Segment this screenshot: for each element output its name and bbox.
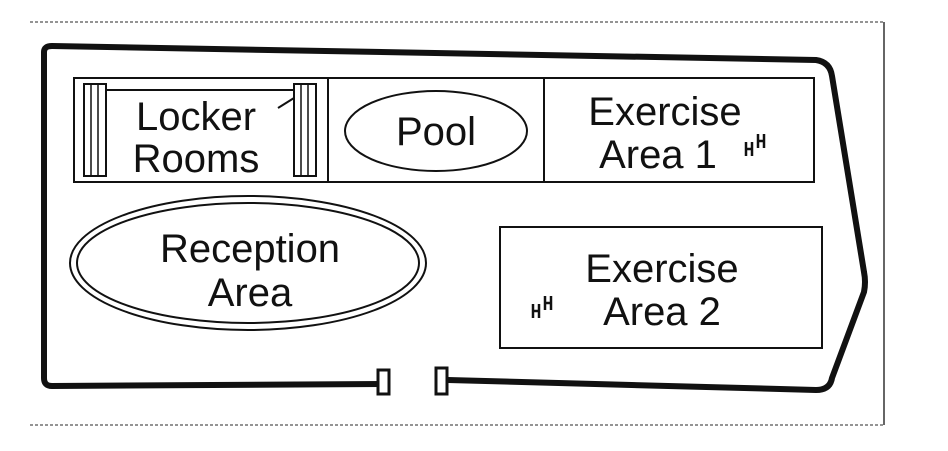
exercise-area-1-label-line2: Area 1 <box>599 133 717 177</box>
locker-bank-right <box>293 83 317 177</box>
locker-rooms: Locker Rooms <box>83 83 317 181</box>
top-rooms-row <box>73 77 815 183</box>
page-border <box>30 21 885 426</box>
exercise-area-1: Exercise Area 1 <box>588 90 766 177</box>
pool-label: Pool <box>396 110 476 154</box>
locker-bank-left <box>83 83 107 177</box>
pool: Pool <box>344 90 528 172</box>
exercise-area-2: Exercise Area 2 <box>499 226 823 349</box>
locker-rooms-label-line2: Rooms <box>133 137 260 181</box>
exercise-area-1-label-line1: Exercise <box>588 90 741 134</box>
exercise-area-2-label-line1: Exercise <box>585 247 738 291</box>
reception-area-label-line2: Area <box>208 271 293 315</box>
locker-door-swing <box>277 97 295 109</box>
locker-rooms-label-line1: Locker <box>136 95 256 139</box>
reception-area: Reception Area <box>69 195 427 331</box>
building-outline <box>41 43 868 393</box>
exercise-area-2-label-line2: Area 2 <box>603 290 721 334</box>
dumbbell-icon <box>531 296 553 318</box>
dumbbell-icon <box>744 134 766 156</box>
entrance-door <box>376 366 449 396</box>
reception-area-label-line1: Reception <box>160 227 340 271</box>
